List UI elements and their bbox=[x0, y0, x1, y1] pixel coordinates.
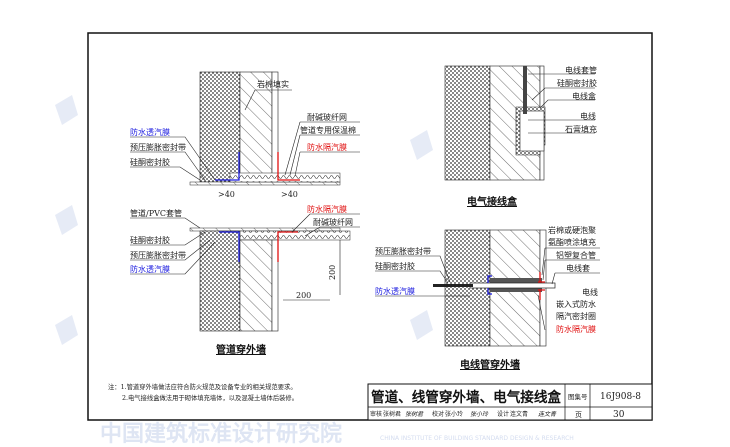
watermark-logo-icon bbox=[410, 310, 433, 340]
watermark-subtext: CHINA INSTITUTE OF BUILDING STANDARD DES… bbox=[380, 435, 574, 442]
label-vapor-barrier: 防水隔汽膜 bbox=[556, 324, 596, 334]
label-vapor-barrier: 防水隔汽膜 bbox=[307, 142, 347, 152]
detail-title-pipe: 管道穿外墙 bbox=[216, 343, 266, 356]
label-wire: 电线 bbox=[582, 287, 598, 297]
note-2: 2.电气接线盒做法用于砌体填充墙体，以及混凝土墙体后装修。 bbox=[122, 393, 298, 402]
watermark-logo-icon bbox=[55, 95, 78, 125]
watermark-text: 中国建筑标准设计研究院 bbox=[100, 421, 342, 447]
label-gypsum-fill: 石膏填充 bbox=[565, 124, 597, 134]
label-silicone-2: 硅酮密封胶 bbox=[130, 235, 170, 245]
title-block: 管道、线管穿外墙、电气接线盒 图集号 16J908-8 审核 张树君 张树君 校… bbox=[367, 383, 653, 421]
label-silicone: 硅酮密封胶 bbox=[375, 261, 415, 271]
label-pvc-sleeve: 管道/PVC套管 bbox=[130, 208, 182, 218]
review-label: 审核 bbox=[370, 410, 382, 418]
label-mesh: 耐碱玻纤网 bbox=[307, 112, 347, 122]
label-seal-ring-2: 隔汽密封圈 bbox=[556, 311, 596, 321]
label-breathable-membrane: 防水透汽膜 bbox=[130, 127, 170, 137]
reviewer-name: 张树君 bbox=[383, 410, 401, 418]
label-silicone: 硅酮密封胶 bbox=[130, 157, 170, 167]
checker-name: 张小玲 bbox=[445, 410, 463, 418]
label-breathable-membrane-2: 防水透汽膜 bbox=[130, 264, 170, 274]
watermark-logo-icon bbox=[55, 205, 78, 235]
checker-signature: 张小玲 bbox=[470, 410, 489, 418]
watermark-logos bbox=[55, 95, 433, 345]
label-box: 电线盒 bbox=[572, 91, 596, 101]
label-seal-tape: 预压膨胀密封带 bbox=[130, 142, 186, 152]
label-conduit: 电线套管 bbox=[565, 65, 597, 75]
label-pipe: 铝塑复合管 bbox=[556, 250, 596, 260]
dimension-200-horizontal: 200 bbox=[296, 291, 311, 300]
dimension-200-vertical: 200 bbox=[328, 265, 337, 280]
label-wire-sleeve: 电线套 bbox=[566, 263, 590, 273]
check-label: 校对 bbox=[432, 410, 444, 418]
notes: 注：1.管道穿外墙做法应符合防火规范及设备专业的相关规范要求。 2.电气接线盒做… bbox=[108, 382, 298, 402]
label-pipe-insulation: 管道专用保温棉 bbox=[300, 125, 356, 135]
reviewer-signature: 张树君 bbox=[405, 410, 424, 418]
label-seal-ring-1: 嵌入式防水 bbox=[556, 299, 596, 309]
label-breathable-membrane: 防水透汽膜 bbox=[375, 286, 415, 296]
label-fill-2: 氨酯喷涂填充 bbox=[548, 237, 596, 247]
watermark-logo-icon bbox=[410, 130, 433, 160]
atlas-number: 16J908-8 bbox=[600, 392, 641, 402]
page-number: 30 bbox=[613, 410, 625, 420]
dimension-40-left: >40 bbox=[218, 190, 235, 199]
label-vapor-barrier-2: 防水隔汽膜 bbox=[307, 204, 347, 214]
label-mesh-2: 耐碱玻纤网 bbox=[313, 217, 353, 227]
dimension-40-right: >40 bbox=[281, 190, 298, 199]
label-seal-tape-2: 预压膨胀密封带 bbox=[130, 250, 186, 260]
designer-signature: 连文青 bbox=[538, 410, 557, 418]
label-rock-wool: 岩棉填实 bbox=[257, 79, 289, 89]
designer-name: 连文青 bbox=[510, 410, 528, 418]
design-label: 设计 bbox=[497, 410, 509, 418]
label-seal-tape: 预压膨胀密封带 bbox=[375, 246, 431, 256]
detail-conduit-through-wall: 预压膨胀密封带 硅酮密封胶 防水透汽膜 岩棉或硬泡聚 氨酯喷涂填充 铝塑复合管 … bbox=[375, 225, 600, 371]
detail-title-box: 电气接线盒 bbox=[467, 195, 518, 208]
detail-title-conduit: 电线管穿外墙 bbox=[460, 358, 520, 371]
sheet-title: 管道、线管穿外墙、电气接线盒 bbox=[371, 389, 562, 406]
label-fill-1: 岩棉或硬泡聚 bbox=[548, 225, 596, 235]
page-label: 页 bbox=[575, 411, 582, 419]
note-1: 注：1.管道穿外墙做法应符合防火规范及设备专业的相关规范要求。 bbox=[108, 382, 297, 391]
watermark-logo-icon bbox=[55, 315, 78, 345]
atlas-label: 图集号 bbox=[568, 392, 588, 401]
label-wire: 电线 bbox=[580, 111, 596, 121]
detail-junction-box: 电线套管 硅酮密封胶 电线盒 电线 石膏填充 电气接线盒 bbox=[444, 65, 597, 208]
detail-pipe-through-wall: 岩棉填实 耐碱玻纤网 管道专用保温棉 防水隔汽膜 防水透汽膜 预压膨胀密封带 硅… bbox=[130, 71, 360, 356]
label-silicone: 硅酮密封胶 bbox=[557, 78, 597, 88]
watermarks: 中国建筑标准设计研究院 CHINA INSTITUTE OF BUILDING … bbox=[100, 421, 574, 447]
